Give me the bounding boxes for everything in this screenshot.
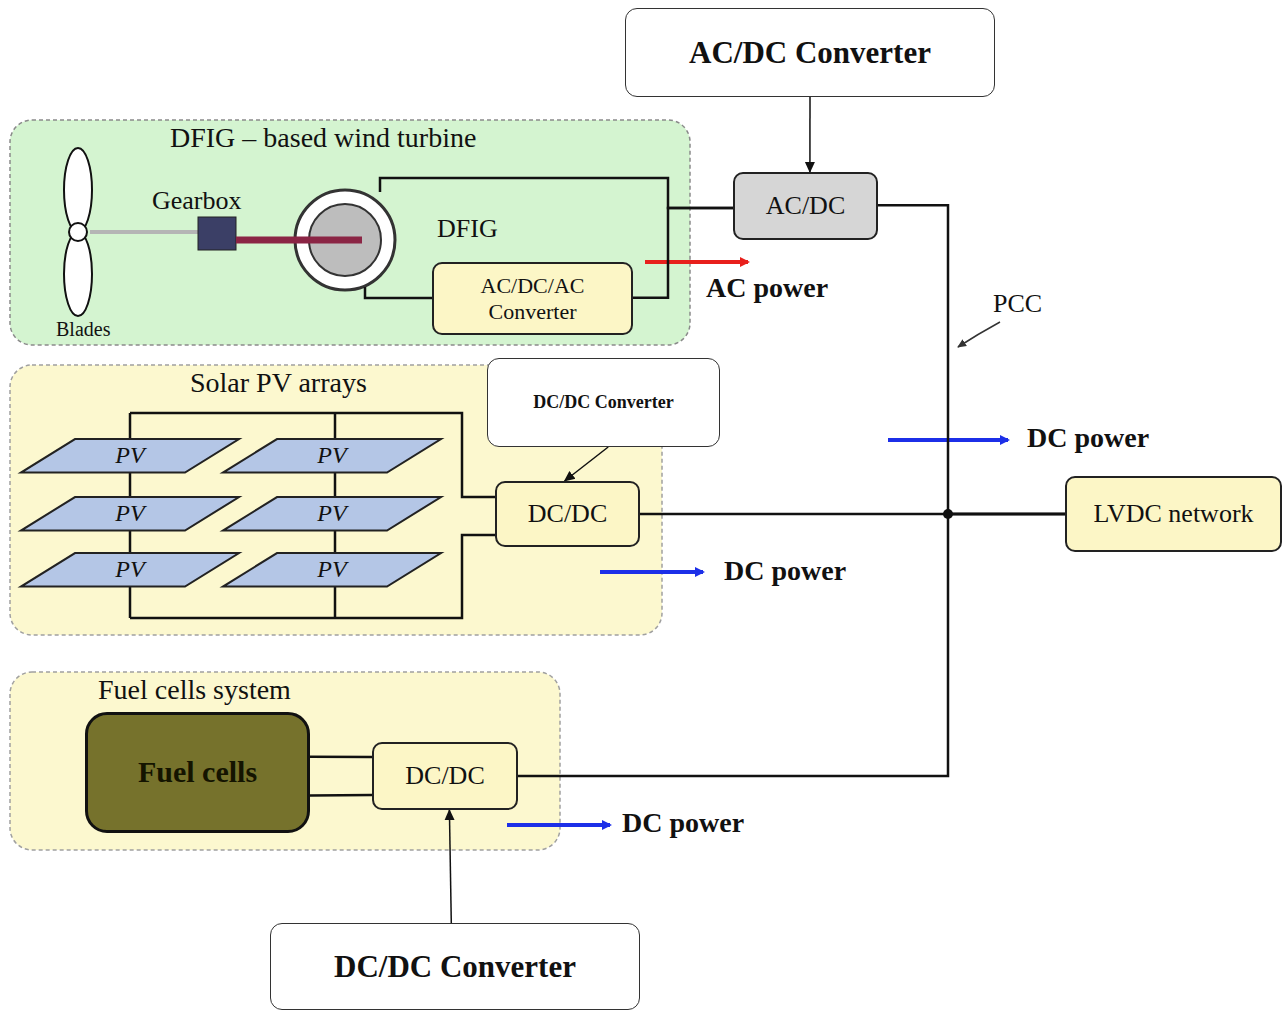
wind-turbine-region: DFIG – based wind turbineAC/DC/AC Conver…	[10, 120, 690, 345]
fuel-cell-region: Fuel cells systemFuel cells DC/DC	[10, 672, 560, 850]
converter-box: AC/DC	[733, 172, 878, 240]
box-text: PV	[115, 442, 144, 470]
pv-panel-shape	[21, 497, 239, 531]
region-title: Fuel cells system	[98, 674, 291, 706]
pv-panel-shape	[223, 497, 441, 531]
power-line	[518, 514, 1065, 776]
converter-box: DC/DC	[372, 742, 518, 810]
pv-panel: PV	[20, 552, 240, 588]
callout-arrow	[565, 447, 609, 481]
network-box: LVDC network	[1065, 476, 1282, 552]
pv-panel: PV	[222, 552, 442, 588]
power-line	[878, 205, 1065, 514]
region-grounds	[10, 120, 690, 850]
box-text: DC/DC	[405, 761, 484, 791]
flow-label: DC power	[724, 555, 846, 587]
pv-panel: PV	[20, 496, 240, 532]
region-title: Solar PV arrays	[190, 367, 367, 399]
region-title: DFIG – based wind turbine	[170, 122, 476, 154]
box-text: AC/DC/AC Converter	[440, 273, 625, 324]
converter-box: AC/DC/AC Converter	[432, 262, 633, 335]
converter-box: DC/DC	[495, 481, 640, 547]
box-text: Fuel cells	[138, 755, 257, 790]
part-name: DFIG	[437, 214, 498, 244]
box-text: DC/DC Converter	[334, 949, 576, 985]
box-text: PV	[317, 500, 346, 528]
flow-label: DC power	[1027, 422, 1149, 454]
power-line	[310, 794, 372, 797]
pv-panel-shape	[21, 553, 239, 587]
part-name: Blades	[56, 318, 110, 341]
box-text: PV	[317, 442, 346, 470]
fuel-cell-stack: Fuel cells	[85, 712, 310, 833]
flow-label: AC power	[706, 272, 828, 304]
callout-box: DC/DC Converter	[487, 358, 720, 447]
pv-panel-shape	[223, 553, 441, 587]
flow-label: DC power	[622, 807, 744, 839]
pv-panel-shape	[223, 439, 441, 473]
power-line	[310, 756, 372, 759]
part-name: Gearbox	[152, 186, 242, 216]
pcc-leader	[958, 322, 1000, 347]
pv-panel: PV	[222, 496, 442, 532]
callout-arrow	[449, 810, 451, 923]
box-text: DC/DC Converter	[533, 392, 673, 413]
pv-panel: PV	[222, 438, 442, 474]
box-text: PV	[115, 500, 144, 528]
box-text: DC/DC	[528, 499, 607, 529]
box-text: PV	[115, 556, 144, 584]
callout-box: AC/DC Converter	[625, 8, 995, 97]
box-text: AC/DC	[766, 191, 845, 221]
box-text: LVDC network	[1093, 499, 1253, 529]
pv-panel: PV	[20, 438, 240, 474]
box-text: PV	[317, 556, 346, 584]
callout-box: DC/DC Converter	[270, 923, 640, 1010]
box-text: AC/DC Converter	[689, 35, 931, 71]
pv-panel-shape	[21, 439, 239, 473]
bus-label: PCC	[993, 289, 1042, 319]
callout-arrow	[809, 97, 811, 172]
